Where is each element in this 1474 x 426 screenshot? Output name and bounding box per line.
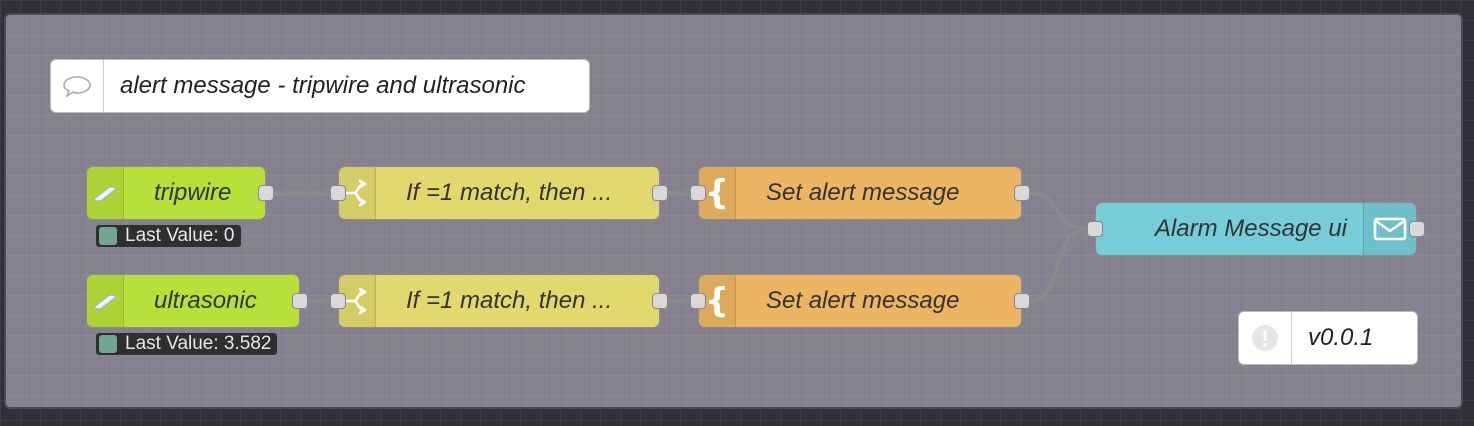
- status-dot: [99, 335, 117, 353]
- output-port[interactable]: [292, 293, 308, 309]
- node-label: tripwire: [154, 179, 232, 206]
- template-node-2[interactable]: { Set alert message: [690, 274, 1030, 328]
- template-icon: {: [699, 167, 736, 219]
- status-badge: Last Value: 0: [96, 225, 241, 247]
- status-dot: [99, 227, 117, 245]
- status-badge: Last Value: 3.582: [96, 333, 278, 355]
- status-text: Last Value: 0: [125, 225, 235, 246]
- comment-text: alert message - tripwire and ultrasonic: [120, 72, 526, 99]
- output-port[interactable]: [1014, 293, 1030, 309]
- wire-icon: [87, 275, 124, 327]
- node-label: If =1 match, then ...: [406, 179, 613, 206]
- status-text: Last Value: 3.582: [125, 333, 272, 354]
- output-port[interactable]: [652, 293, 668, 309]
- input-port[interactable]: [330, 293, 346, 309]
- switch-node-1[interactable]: If =1 match, then ...: [330, 166, 668, 220]
- output-port[interactable]: [1409, 221, 1425, 237]
- node-label: Alarm Message ui: [1154, 215, 1347, 242]
- input-port[interactable]: [690, 185, 706, 201]
- comment-node[interactable]: alert message - tripwire and ultrasonic: [50, 59, 590, 113]
- output-port[interactable]: [258, 185, 274, 201]
- output-port[interactable]: [652, 185, 668, 201]
- node-label: ultrasonic: [154, 287, 257, 314]
- switch-node-2[interactable]: If =1 match, then ...: [330, 274, 668, 328]
- version-node[interactable]: v0.0.1: [1238, 311, 1418, 365]
- envelope-icon: [1363, 203, 1416, 255]
- comment-icon: [51, 60, 104, 112]
- alarm-message-node[interactable]: Alarm Message ui: [1087, 202, 1425, 256]
- output-port[interactable]: [1014, 185, 1030, 201]
- node-label: Set alert message: [766, 287, 960, 314]
- version-text: v0.0.1: [1308, 324, 1374, 351]
- alert-icon: [1239, 312, 1292, 364]
- input-port[interactable]: [1087, 221, 1103, 237]
- node-label: If =1 match, then ...: [406, 287, 613, 314]
- input-port[interactable]: [690, 293, 706, 309]
- ultrasonic-node[interactable]: ultrasonic: [86, 274, 308, 328]
- node-label: Set alert message: [766, 179, 960, 206]
- wire-icon: [87, 167, 124, 219]
- input-port[interactable]: [330, 185, 346, 201]
- template-node-1[interactable]: { Set alert message: [690, 166, 1030, 220]
- tripwire-node[interactable]: tripwire: [86, 166, 274, 220]
